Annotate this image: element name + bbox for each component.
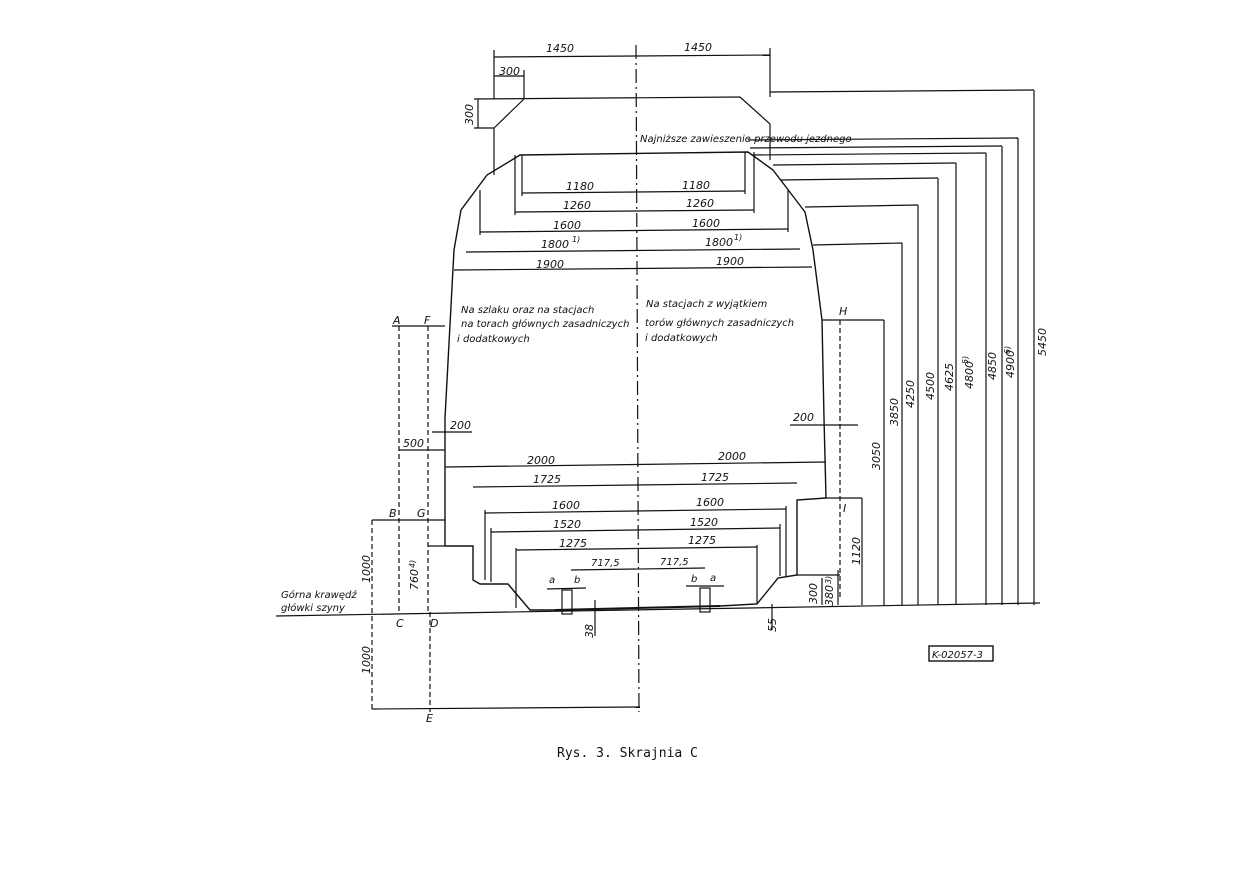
- point-b: B: [389, 507, 397, 520]
- dim-7175-left: 717,5: [591, 558, 620, 569]
- svg-text:i dodatkowych: i dodatkowych: [457, 334, 530, 345]
- dim-1520-right: 1520: [690, 516, 718, 529]
- point-a: A: [392, 314, 401, 327]
- dim-1900-right: 1900: [716, 255, 744, 268]
- point-h: H: [839, 305, 847, 318]
- dim-1600u-right: 1600: [692, 217, 720, 230]
- dim-1725-right: 1725: [701, 471, 729, 484]
- dim-500: 500: [403, 437, 424, 450]
- dim-h1120: 1120: [850, 537, 863, 565]
- flange-b-left: b: [574, 575, 580, 586]
- height-dims-right: [747, 89, 1035, 605]
- step-200-arrows: [432, 424, 858, 433]
- dim-h4900: 4900: [1004, 350, 1017, 378]
- right-reference-lines: [822, 319, 884, 600]
- dim-1520-left: 1520: [553, 518, 581, 531]
- dim-h4500: 4500: [924, 372, 937, 400]
- dim-1275-left: 1275: [559, 537, 587, 550]
- dim-1600l-left: 1600: [552, 499, 580, 512]
- dim-2000-right: 2000: [718, 450, 746, 463]
- dim-1800-left-note: 1): [572, 235, 580, 244]
- dim-h4800: 4800: [963, 361, 976, 389]
- dim-1260-left: 1260: [563, 199, 591, 212]
- gauge-outline: [444, 151, 827, 611]
- dim-1600l-right: 1600: [696, 496, 724, 509]
- dim-h1000: 1000: [360, 555, 373, 583]
- dim-h3050: 3050: [870, 442, 883, 470]
- dim-h300: 300: [807, 583, 820, 604]
- left-reference-lines: [371, 326, 431, 712]
- wire-annotation: Najniższe zawieszenie przewodu jezdnego: [640, 134, 852, 145]
- figure-caption: Rys. 3. Skrajnia C: [557, 746, 698, 761]
- dim-h380: 380: [823, 585, 836, 606]
- dim-top-half-left: 1450: [546, 42, 574, 55]
- dim-7175-right: 717,5: [660, 557, 689, 568]
- point-c: C: [396, 617, 404, 630]
- dim-top-half-right: 1450: [684, 41, 712, 54]
- svg-text:Na szlaku oraz na stacjach: Na szlaku oraz na stacjach: [461, 305, 594, 316]
- dim-h55: 55: [766, 618, 779, 632]
- svg-text:na torach głównych zasadniczyc: na torach głównych zasadniczych: [461, 318, 629, 330]
- point-e: E: [426, 712, 433, 725]
- rail-head-label-2: główki szyny: [281, 602, 346, 614]
- dim-1180-left: 1180: [566, 180, 594, 193]
- dim-h760: 760: [408, 569, 421, 590]
- point-f: F: [424, 314, 431, 327]
- flange-a-right: a: [710, 573, 716, 584]
- dim-h4800-note: 5): [961, 356, 970, 364]
- dim-h3850: 3850: [888, 398, 901, 426]
- point-d: D: [430, 617, 438, 630]
- dim-1900-left: 1900: [536, 258, 564, 271]
- dim-step-200-left: 200: [450, 419, 471, 432]
- dim-h760-note: 4): [408, 560, 417, 568]
- dim-step-200-right: 200: [793, 411, 814, 424]
- dim-top-width: [477, 48, 771, 128]
- dim-h38: 38: [583, 624, 596, 638]
- dim-h5450: 5450: [1036, 328, 1049, 356]
- pantograph-zone-outline: [473, 96, 771, 175]
- dim-h380-note: 3): [824, 576, 833, 584]
- dim-1275-right: 1275: [688, 534, 716, 547]
- dim-2000-left: 2000: [527, 454, 555, 467]
- point-g: G: [417, 507, 426, 520]
- left-solid-lines: [371, 325, 641, 710]
- rail-level-line: [275, 602, 1041, 617]
- dim-h4625: 4625: [943, 363, 956, 391]
- svg-text:torów głównych zasadniczych: torów głównych zasadniczych: [645, 317, 794, 329]
- dim-h4900-note: 6): [1003, 346, 1012, 354]
- dim-top-chamfer-w: 300: [499, 65, 520, 78]
- drawing-code: K-02057-3: [932, 650, 983, 661]
- dim-1800-left: 1800: [541, 238, 569, 251]
- dim-h1000-below: 1000: [360, 646, 373, 674]
- svg-text:i dodatkowych: i dodatkowych: [645, 333, 718, 344]
- rail-head-label-1: Górna krawędź: [281, 589, 357, 601]
- dim-1260-right: 1260: [686, 197, 714, 210]
- rail-profiles: [546, 585, 773, 636]
- left-area-note: Na szlaku oraz na stacjach na torach głó…: [457, 305, 629, 345]
- svg-text:Na stacjach z wyjątkiem: Na stacjach z wyjątkiem: [646, 299, 768, 310]
- width-dims-upper: [453, 152, 813, 271]
- centerline: [635, 44, 640, 713]
- dim-1800-right-note: 1): [734, 233, 742, 242]
- dim-top-chamfer-h: 300: [463, 104, 476, 125]
- flange-b-right: b: [691, 574, 697, 585]
- flange-a-left: a: [549, 575, 555, 586]
- point-i: I: [843, 502, 846, 515]
- dim-1725-left: 1725: [533, 473, 561, 486]
- dim-h4250: 4250: [904, 380, 917, 408]
- dim-1600u-left: 1600: [553, 219, 581, 232]
- drawing-code-box: [928, 645, 994, 662]
- dim-1800-right: 1800: [705, 236, 733, 249]
- dim-1180-right: 1180: [682, 179, 710, 192]
- width-dims-lower: [444, 461, 827, 608]
- right-area-note: Na stacjach z wyjątkiem torów głównych z…: [645, 299, 794, 344]
- dim-h4850: 4850: [986, 352, 999, 380]
